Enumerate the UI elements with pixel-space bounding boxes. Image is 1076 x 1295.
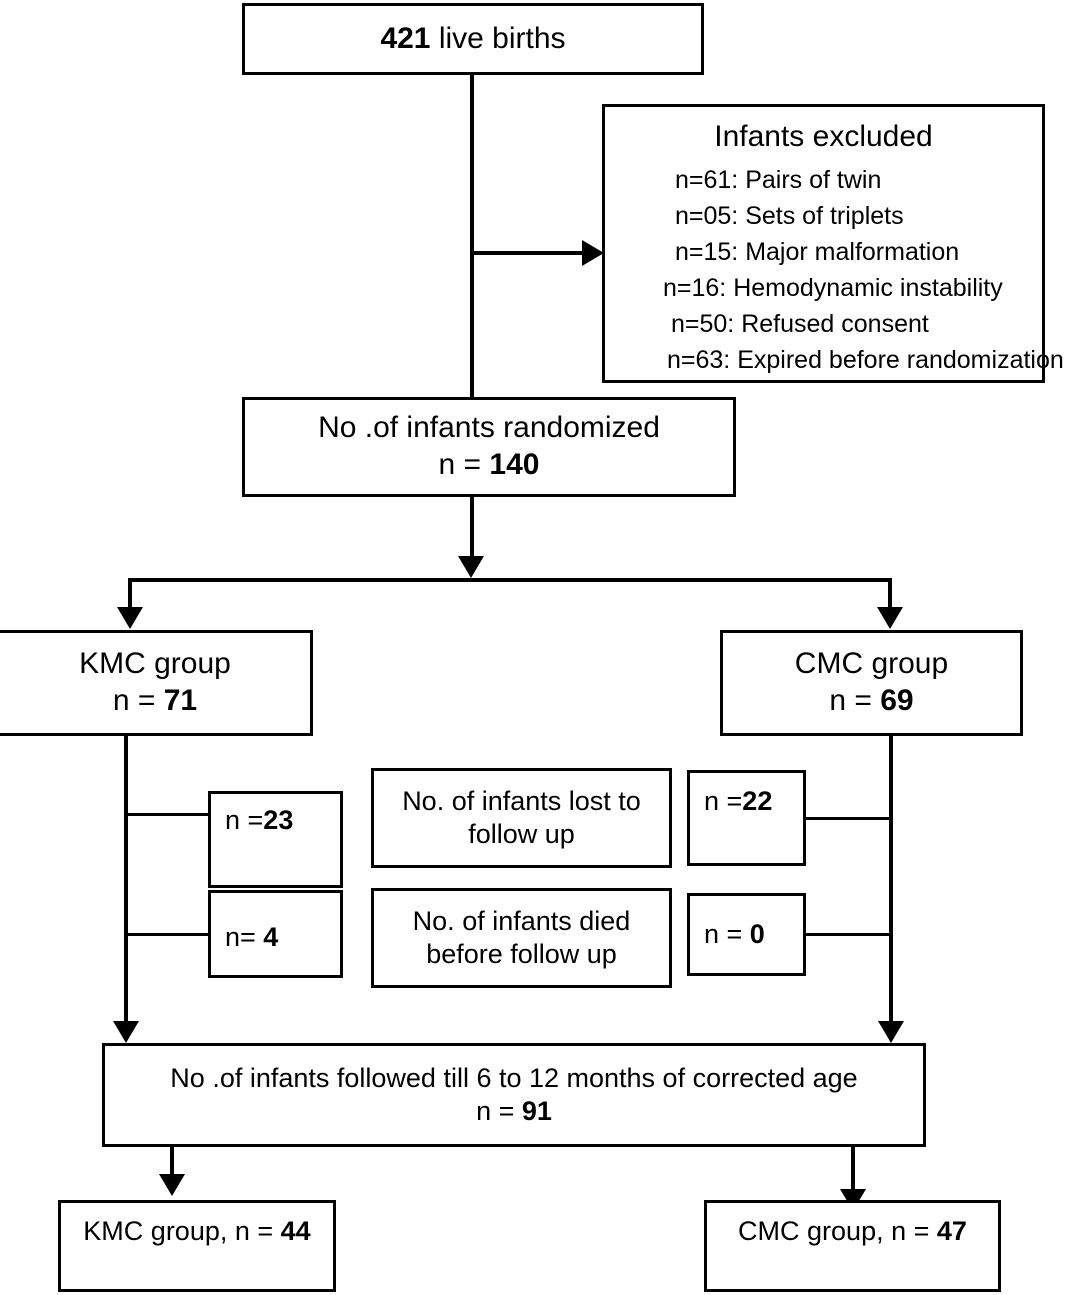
live-births-label: live births (430, 21, 566, 55)
kmc-final-label: KMC group, n = (83, 1216, 281, 1246)
node-kmc-lost-count: n =23 (208, 791, 343, 888)
arrowhead-kmc-to-followed (113, 1021, 139, 1043)
node-died-before-follow-up-label: No. of infants died before follow up (371, 888, 672, 988)
kmc-lost-count-text: n =23 (225, 804, 293, 837)
node-cmc-died-count: n = 0 (687, 893, 806, 976)
randomized-count-text: n = 140 (439, 447, 540, 484)
node-randomized: No .of infants randomized n = 140 (242, 397, 736, 497)
node-cmc-group: CMC group n = 69 (720, 630, 1023, 736)
connector-kmc-died-stub (124, 933, 234, 936)
randomized-n-value: 140 (489, 448, 540, 481)
randomized-label: No .of infants randomized (318, 411, 660, 445)
excluded-reason-6: n=63: Expired before randomization (667, 345, 1064, 374)
cmc-group-n-prefix: n = (829, 684, 881, 717)
cmc-group-label: CMC group (794, 647, 949, 681)
excluded-title: Infants excluded (714, 120, 933, 153)
excluded-reason-5: n=50: Refused consent (671, 309, 929, 338)
kmc-final-text: KMC group, n = 44 (83, 1215, 310, 1248)
died-label-line1: No. of infants died (412, 906, 631, 937)
arrowhead-to-excluded (582, 240, 604, 266)
connector-kmc-lost-stub (124, 813, 234, 816)
connector-to-excluded (470, 251, 586, 255)
arrowhead-randomized-split (458, 556, 484, 578)
excluded-reason-3: n=15: Major malformation (675, 237, 960, 266)
node-kmc-final: KMC group, n = 44 (58, 1200, 336, 1292)
kmc-final-value: 44 (280, 1216, 311, 1246)
arrowhead-to-kmc (117, 607, 143, 629)
excluded-reason-4: n=16: Hemodynamic instability (663, 273, 1003, 302)
cmc-group-n-value: 69 (880, 684, 914, 717)
lost-label-line1: No. of infants lost to (402, 786, 641, 817)
live-births-count: 421 (380, 21, 431, 55)
arrowhead-kmc-final (159, 1174, 185, 1196)
node-live-births: 421 live births (242, 3, 704, 75)
connector-cmc-to-followed (889, 736, 893, 1024)
kmc-died-prefix: n= (225, 922, 264, 952)
node-kmc-group: KMC group n = 71 (0, 630, 313, 736)
kmc-group-count-text: n = 71 (113, 683, 197, 720)
connector-cmc-lost-stub (803, 817, 891, 820)
followed-count-text: n = 91 (476, 1095, 552, 1128)
excluded-reason-1: n=61: Pairs of twin (675, 165, 882, 194)
node-cmc-lost-count: n =22 (687, 770, 806, 866)
kmc-group-label: KMC group (79, 647, 231, 681)
node-kmc-died-count: n= 4 (208, 890, 343, 978)
kmc-lost-prefix: n = (225, 805, 264, 835)
kmc-died-value: 4 (263, 922, 279, 952)
died-label-line2: before follow up (426, 939, 617, 969)
connector-births-to-randomized (470, 75, 474, 397)
connector-split-to-cmc (888, 578, 892, 610)
cmc-lost-count-text: n =22 (704, 785, 772, 818)
connector-kmc-to-followed (124, 736, 128, 1024)
cmc-died-prefix: n = (704, 919, 750, 949)
kmc-group-n-prefix: n = (112, 684, 164, 717)
followed-n-value: 91 (521, 1096, 552, 1126)
kmc-died-count-text: n= 4 (225, 921, 278, 954)
cmc-group-count-text: n = 69 (829, 683, 913, 720)
excluded-reason-2: n=05: Sets of triplets (675, 201, 904, 230)
arrowhead-cmc-to-followed (878, 1021, 904, 1043)
connector-followed-to-cmc-final (851, 1147, 855, 1192)
node-cmc-final: CMC group, n = 47 (704, 1200, 1001, 1292)
node-lost-to-follow-up-label: No. of infants lost to follow up (371, 768, 672, 868)
connector-randomized-to-split (470, 497, 474, 559)
randomized-n-prefix: n = (438, 448, 490, 481)
connector-followed-to-kmc-final (170, 1147, 174, 1177)
split-bar-groups (128, 578, 892, 582)
cmc-lost-value: 22 (742, 786, 773, 816)
connector-split-to-kmc (128, 578, 132, 610)
cmc-final-value: 47 (936, 1216, 967, 1246)
live-births-text: 421 live births (380, 21, 565, 58)
cmc-final-label: CMC group, n = (738, 1216, 937, 1246)
cmc-died-count-text: n = 0 (704, 918, 765, 951)
kmc-lost-value: 23 (263, 805, 294, 835)
node-followed-till-corrected-age: No .of infants followed till 6 to 12 mon… (102, 1043, 926, 1147)
cmc-lost-prefix: n = (704, 786, 743, 816)
kmc-group-n-value: 71 (163, 684, 198, 717)
followed-n-prefix: n = (476, 1096, 522, 1126)
cmc-died-value: 0 (749, 919, 765, 949)
cmc-final-text: CMC group, n = 47 (738, 1215, 967, 1248)
followed-label: No .of infants followed till 6 to 12 mon… (170, 1063, 858, 1094)
connector-cmc-died-stub (803, 933, 891, 936)
node-infants-excluded: Infants excluded n=61: Pairs of twin n=0… (602, 104, 1064, 383)
arrowhead-to-cmc (877, 607, 903, 629)
lost-label-line2: follow up (468, 819, 575, 849)
